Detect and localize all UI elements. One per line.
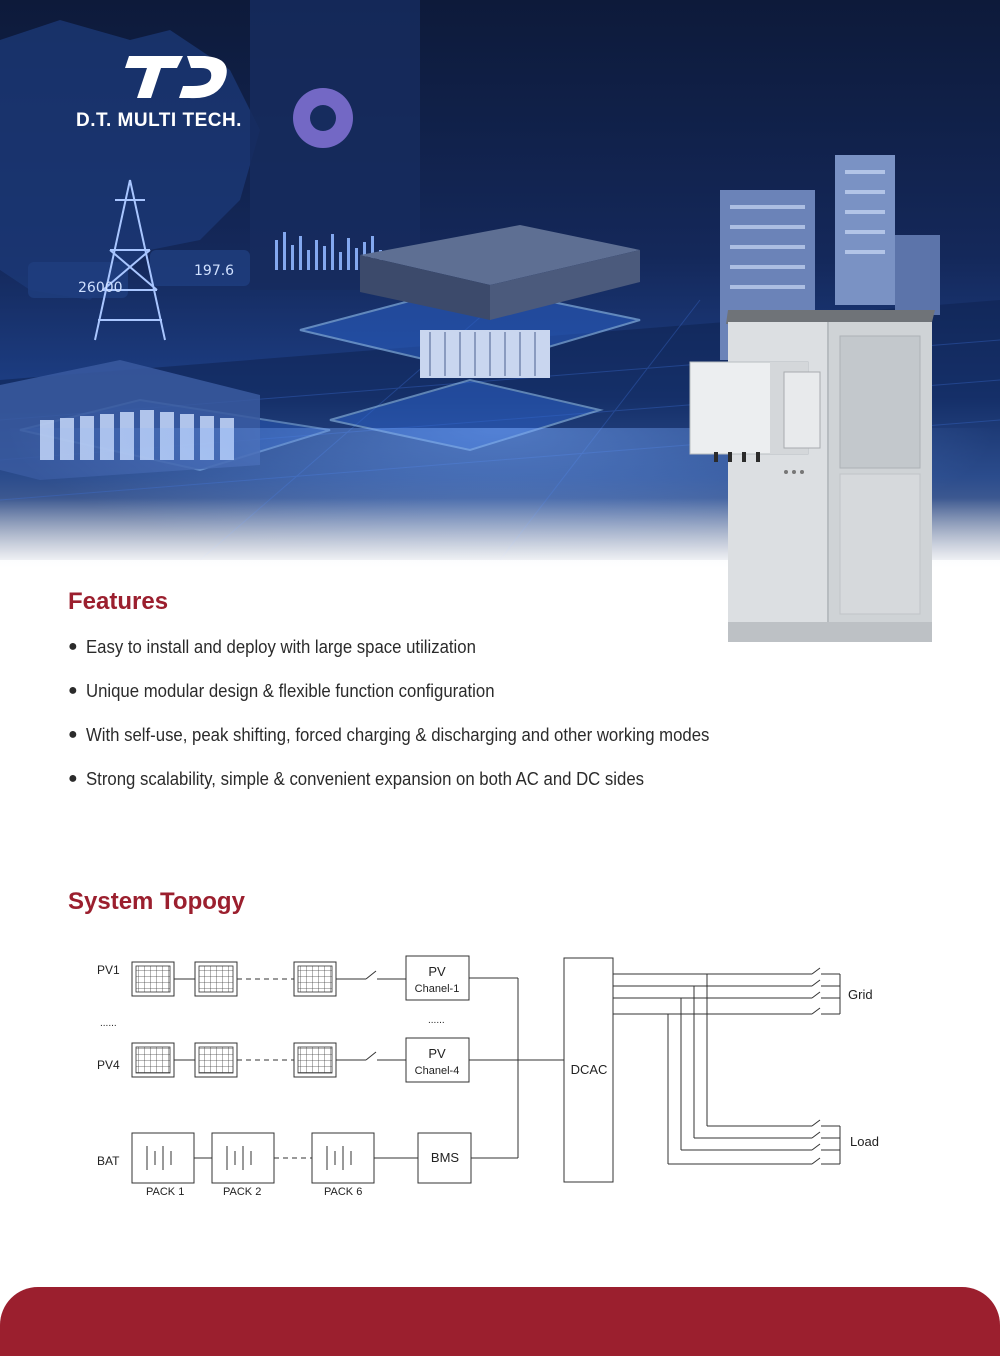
pack2-label: PACK 2 — [223, 1186, 261, 1198]
bullet-icon: ● — [68, 770, 78, 787]
bms-label: BMS — [431, 1150, 460, 1165]
pv-channel-1-label: PV — [428, 964, 446, 979]
features-heading: Features — [68, 588, 169, 615]
topology-heading: System Topogy — [68, 888, 245, 915]
pv-channel-4-sublabel: Chanel-4 — [415, 1065, 460, 1077]
bullet-icon: ● — [68, 726, 78, 743]
feature-list: ● Easy to install and deploy with large … — [68, 636, 756, 812]
pv-channel-1-sublabel: Chanel-1 — [415, 983, 460, 995]
feature-item: ● With self-use, peak shifting, forced c… — [68, 724, 756, 768]
pv-panel — [293, 1042, 337, 1078]
feature-item: ● Strong scalability, simple & convenien… — [68, 768, 756, 812]
pv-channel-1-box — [405, 955, 470, 1001]
dashboard-kpi-value: 26000 — [78, 280, 123, 296]
bullet-icon: ● — [68, 682, 78, 699]
cabinet-illustration — [689, 310, 935, 642]
pv-panel — [194, 1042, 238, 1078]
pv-channel-4-label: PV — [428, 1046, 446, 1061]
pv-panel — [293, 961, 337, 997]
bms-box — [417, 1132, 472, 1184]
pv-panel — [131, 961, 175, 997]
feature-item: ● Unique modular design & flexible funct… — [68, 680, 756, 724]
brand-mark-icon — [125, 56, 227, 99]
footer-bar — [0, 1287, 1000, 1356]
energy-storage-cabinet-image — [688, 304, 938, 646]
bat-label: BAT — [97, 1154, 120, 1168]
dcac-box — [563, 957, 614, 1183]
feature-text: Unique modular design & flexible functio… — [86, 681, 495, 701]
grid-label: Grid — [848, 987, 873, 1002]
switch-icon — [365, 1051, 377, 1061]
feature-item: ● Easy to install and deploy with large … — [68, 636, 756, 680]
pv1-label: PV1 — [97, 963, 120, 977]
battery-pack — [131, 1132, 195, 1184]
brand-name: D.T. MULTI TECH. — [76, 110, 242, 131]
pv-panel — [194, 961, 238, 997]
pv-channel-4-box — [405, 1037, 470, 1083]
system-topology-diagram: PV1 PV Chanel-1 ...... ...... PV4 — [0, 940, 1000, 1230]
feature-text: Easy to install and deploy with large sp… — [86, 637, 476, 657]
ellipsis-mid: ...... — [428, 1015, 445, 1026]
switch-icon — [365, 970, 377, 980]
battery-pack — [211, 1132, 275, 1184]
dashboard-kpi-value: 197.6 — [194, 263, 235, 279]
topology-svg: PV1 PV Chanel-1 ...... ...... PV4 — [97, 955, 879, 1198]
pv-panel — [131, 1042, 175, 1078]
load-label: Load — [850, 1134, 879, 1149]
pv4-label: PV4 — [97, 1058, 120, 1072]
battery-pack — [311, 1132, 375, 1184]
feature-text: Strong scalability, simple & convenient … — [86, 769, 645, 789]
pack6-label: PACK 6 — [324, 1186, 362, 1198]
brand-logo: D.T. MULTI TECH. — [76, 50, 246, 140]
feature-text: With self-use, peak shifting, forced cha… — [86, 725, 710, 745]
pack1-label: PACK 1 — [146, 1186, 184, 1198]
bullet-icon: ● — [68, 638, 78, 655]
dcac-label: DCAC — [571, 1062, 608, 1077]
ellipsis-left: ...... — [100, 1018, 117, 1029]
